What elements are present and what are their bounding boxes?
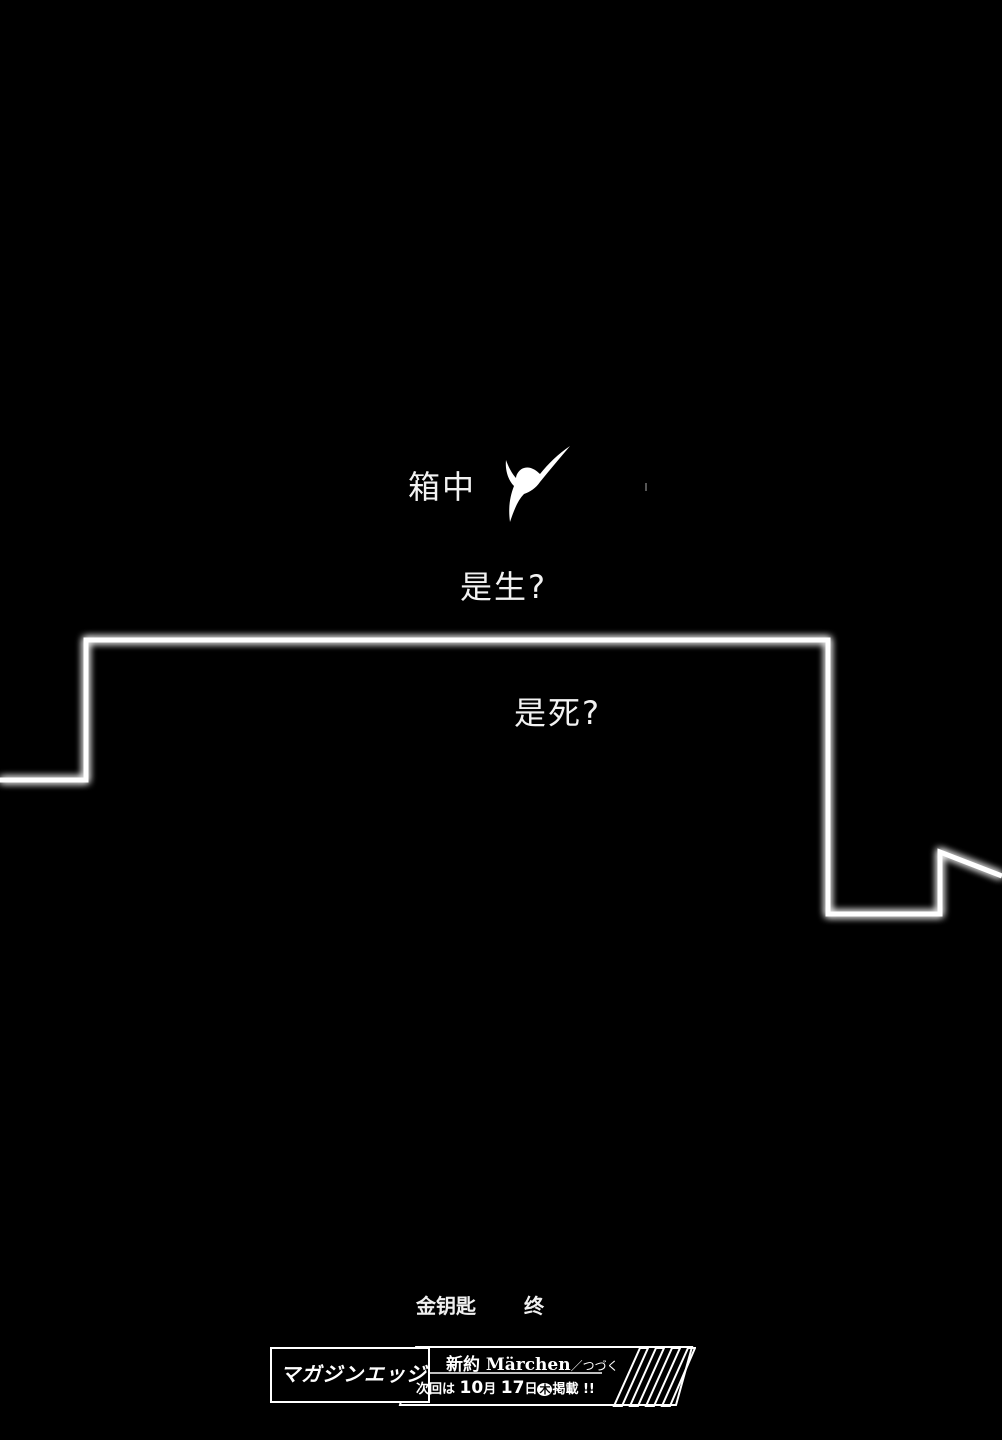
text-line-box: 箱中 (408, 468, 477, 506)
next-weekday: 木 (537, 1383, 553, 1396)
next-month: 10 (459, 1378, 484, 1398)
stray-mark (645, 483, 647, 491)
next-day: 17 (500, 1378, 525, 1398)
end-mark: 终 (524, 1294, 544, 1318)
next-issue-line: 次回は 10月 17日木掲載 !! (416, 1378, 595, 1398)
magazine-logo: マガジンエッジ (270, 1347, 430, 1403)
bird-silhouette-icon (505, 446, 570, 522)
glowing-path (0, 637, 1002, 917)
next-day-unit: 日 (524, 1382, 538, 1397)
magazine-logo-text: マガジンエッジ (280, 1362, 427, 1386)
decorative-stripes (612, 1347, 696, 1407)
series-title: 新約 Märchen (446, 1355, 571, 1375)
chapter-title: 金钥匙 (416, 1294, 476, 1318)
next-month-unit: 月 (483, 1382, 497, 1397)
text-line-alive: 是生? (460, 568, 547, 606)
next-prefix: 次回は (416, 1382, 456, 1397)
continue-label: ／つづく (570, 1359, 619, 1373)
series-line: 新約 Märchen／つづく (446, 1350, 619, 1375)
next-suffix: 掲載 !! (552, 1382, 595, 1397)
text-line-dead: 是死? (514, 694, 601, 732)
